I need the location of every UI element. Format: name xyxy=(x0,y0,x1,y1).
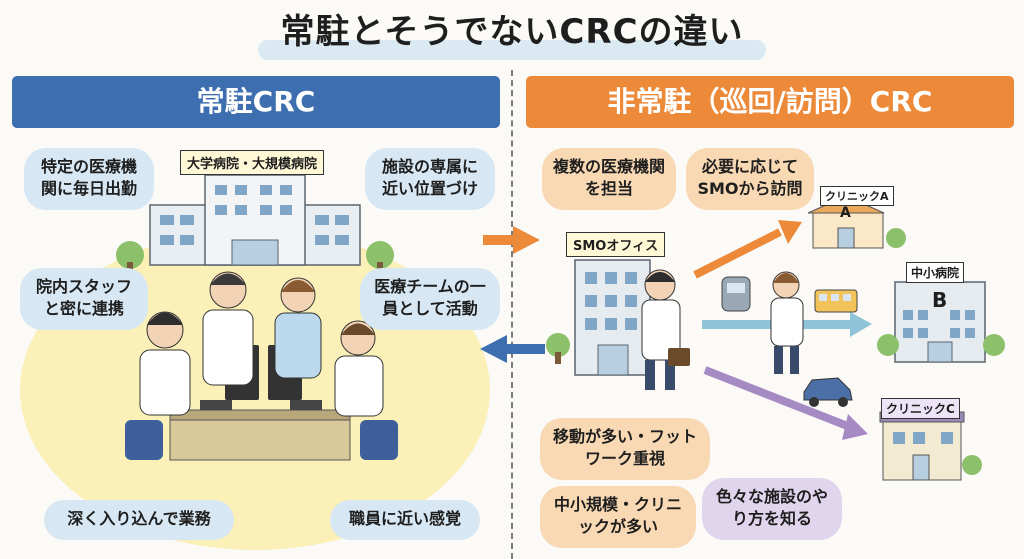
bubble-staff-feeling: 職員に近い感覚 xyxy=(330,500,480,540)
clinic-c-building xyxy=(879,411,982,481)
middle-arrows xyxy=(480,226,545,363)
clinic-a-letter: A xyxy=(840,205,851,221)
bubble-frequent-travel: 移動が多い・フットワーク重視 xyxy=(540,418,710,480)
office-desk-scene xyxy=(125,271,398,461)
route-arrow-clinic-c xyxy=(703,366,868,440)
center-divider xyxy=(511,70,513,559)
bubble-visit-from-smo: 必要に応じてSMOから訪問 xyxy=(686,148,814,210)
small-hospital-letter: B xyxy=(932,288,948,312)
page-title: 常駐とそうでないCRCの違い xyxy=(280,12,744,52)
bubble-deep-involvement: 深く入り込んで業務 xyxy=(44,500,234,540)
clinic-a-label: クリニックA xyxy=(820,186,894,206)
bubble-medical-team: 医療チームの一員として活動 xyxy=(360,268,500,330)
bus-icon xyxy=(814,289,858,313)
small-hospital-label: 中小病院 xyxy=(906,262,965,283)
car-icon xyxy=(803,377,853,407)
bubble-dedicated-position: 施設の専属に近い位置づけ xyxy=(365,148,495,210)
bubble-small-clinics: 中小規模・クリニックが多い xyxy=(540,486,696,548)
clinic-c-label: クリニックC xyxy=(881,398,960,419)
bubble-daily-attendance: 特定の医療機関に毎日出勤 xyxy=(24,148,154,210)
smo-office-building xyxy=(546,259,651,376)
small-hospital-building xyxy=(877,281,1005,363)
bubble-multiple-institutions: 複数の医療機関を担当 xyxy=(542,148,676,210)
title-highlight xyxy=(258,40,766,60)
smo-office-label: SMOオフィス xyxy=(566,232,666,257)
female-crc-figure xyxy=(770,271,804,374)
walking-crc-figure xyxy=(641,269,690,390)
route-arrow-clinic-a xyxy=(693,220,802,279)
bubble-various-practices: 色々な施設のやり方を知る xyxy=(702,478,842,540)
university-hospital-label: 大学病院・大規模病院 xyxy=(180,150,325,175)
university-hospital-icon xyxy=(116,174,394,272)
visiting-crc-header: 非常駐（巡回/訪問）CRC xyxy=(526,76,1014,128)
bubble-staff-collaboration: 院内スタッフと密に連携 xyxy=(20,268,148,330)
train-icon xyxy=(721,276,751,312)
resident-crc-header: 常駐CRC xyxy=(12,76,500,128)
